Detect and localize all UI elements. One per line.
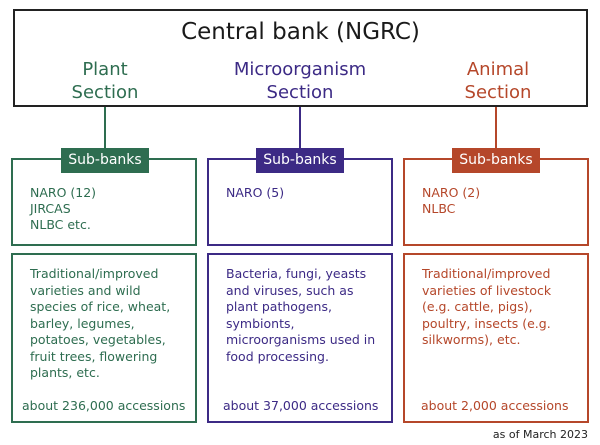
plant-description-line: plants, etc. bbox=[30, 365, 100, 380]
animal-section-label-line1: Animal bbox=[466, 59, 530, 80]
animal-description-line: silkworms), etc. bbox=[422, 332, 521, 347]
footnote-date: as of March 2023 bbox=[492, 428, 588, 441]
plant-subbanks-tag: Sub-banks bbox=[61, 148, 149, 173]
animal-description: Traditional/improved varieties of livest… bbox=[422, 266, 551, 349]
micro-subbanks-tag: Sub-banks bbox=[256, 148, 344, 173]
micro-description: Bacteria, fungi, yeasts and viruses, suc… bbox=[226, 266, 375, 365]
micro-description-line: plant pathogens, bbox=[226, 299, 332, 314]
plant-section-label: Plant Section bbox=[10, 58, 200, 104]
plant-description-line: Traditional/improved bbox=[30, 266, 159, 281]
plant-description-line: varieties and wild bbox=[30, 282, 141, 298]
animal-description-line: poultry, insects (e.g. bbox=[422, 315, 551, 331]
micro-connector bbox=[299, 107, 301, 149]
plant-description-line: potatoes, vegetables, bbox=[30, 332, 166, 347]
plant-description-box: Traditional/improved varieties and wild … bbox=[11, 253, 197, 423]
central-bank-box: Central bank (NGRC) bbox=[13, 9, 588, 107]
micro-description-line: microorganisms used in bbox=[226, 332, 376, 347]
animal-section-label-line2: Section bbox=[464, 82, 532, 103]
plant-subbank-item: NLBC etc. bbox=[30, 217, 91, 232]
micro-subbank-item: NARO (5) bbox=[226, 185, 285, 200]
animal-subbank-item: NARO (2) bbox=[422, 185, 481, 200]
micro-description-line: and viruses, such as bbox=[226, 282, 354, 298]
micro-subbank-list: NARO (5) bbox=[226, 185, 284, 201]
plant-description: Traditional/improved varieties and wild … bbox=[30, 266, 170, 382]
animal-description-line: Traditional/improved bbox=[422, 266, 551, 281]
plant-description-line: barley, legumes, bbox=[30, 315, 135, 331]
animal-connector bbox=[495, 107, 497, 149]
animal-section-label: Animal Section bbox=[403, 58, 593, 104]
plant-subbank-item: JIRCAS bbox=[30, 201, 71, 216]
plant-description-line: fruit trees, flowering bbox=[30, 348, 158, 364]
micro-section-label: Microorganism Section bbox=[205, 58, 395, 104]
micro-section-label-line2: Section bbox=[266, 82, 334, 103]
micro-description-line: symbionts, bbox=[226, 315, 295, 331]
micro-description-box: Bacteria, fungi, yeasts and viruses, suc… bbox=[207, 253, 393, 423]
plant-subbank-item: NARO (12) bbox=[30, 185, 97, 200]
micro-accessions: about 37,000 accessions bbox=[223, 398, 379, 413]
animal-description-line: (e.g. cattle, pigs), bbox=[422, 299, 533, 314]
micro-section-label-line1: Microorganism bbox=[233, 59, 367, 80]
animal-description-line: varieties of livestock bbox=[422, 282, 552, 298]
micro-description-line: Bacteria, fungi, yeasts bbox=[226, 266, 367, 281]
micro-description-line: food processing. bbox=[226, 348, 329, 364]
plant-accessions: about 236,000 accessions bbox=[22, 398, 186, 413]
animal-accessions: about 2,000 accessions bbox=[421, 398, 569, 413]
plant-description-line: species of rice, wheat, bbox=[30, 299, 171, 314]
animal-subbanks-tag: Sub-banks bbox=[452, 148, 540, 173]
plant-subbank-list: NARO (12) JIRCAS NLBC etc. bbox=[30, 185, 96, 233]
animal-description-box: Traditional/improved varieties of livest… bbox=[403, 253, 589, 423]
plant-section-label-line1: Plant bbox=[82, 59, 128, 80]
plant-connector bbox=[104, 107, 106, 149]
plant-section-label-line2: Section bbox=[71, 82, 139, 103]
animal-subbank-item: NLBC bbox=[422, 201, 456, 216]
animal-subbank-list: NARO (2) NLBC bbox=[422, 185, 480, 217]
central-bank-title: Central bank (NGRC) bbox=[181, 19, 420, 45]
